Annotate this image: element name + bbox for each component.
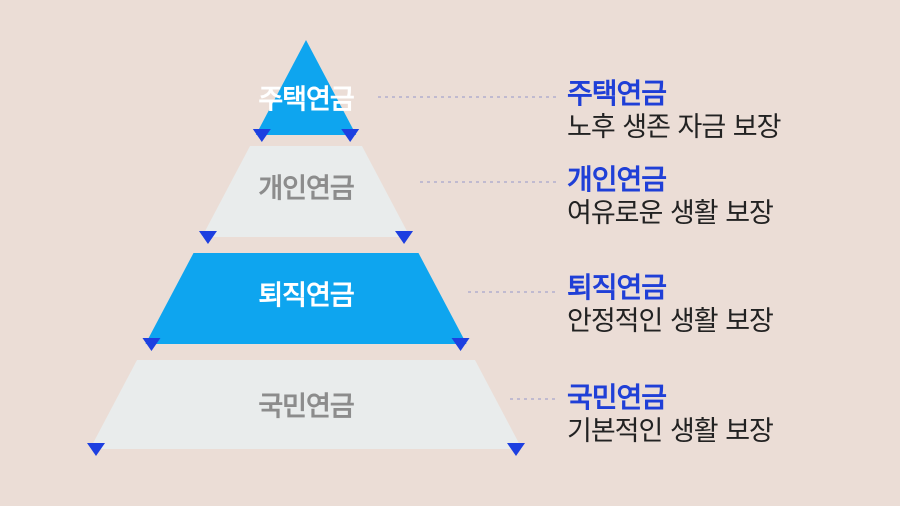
caption-personal-pension: 개인연금 여유로운 생활 보장 bbox=[567, 163, 774, 232]
left-corner-marker-personal-pension bbox=[198, 231, 217, 244]
caption-description: 여유로운 생활 보장 bbox=[567, 198, 774, 229]
pyramid-tier-retirement-pension bbox=[145, 253, 467, 344]
pyramid-tier-personal-pension bbox=[201, 146, 411, 237]
caption-national-pension: 국민연금 기본적인 생활 보장 bbox=[567, 381, 774, 450]
pyramid-tier-housing-pension bbox=[255, 40, 357, 135]
caption-description: 안정적인 생활 보장 bbox=[567, 306, 774, 337]
caption-description: 기본적인 생활 보장 bbox=[567, 416, 774, 447]
tier-label-housing-pension: 주택연금 bbox=[258, 84, 354, 116]
caption-description: 노후 생존 자금 보장 bbox=[567, 112, 781, 143]
caption-title: 개인연금 bbox=[567, 163, 667, 196]
tier-label-retirement-pension: 퇴직연금 bbox=[258, 280, 354, 312]
caption-title: 퇴직연금 bbox=[567, 271, 667, 304]
pyramid-tier-national-pension bbox=[90, 360, 522, 449]
caption-retirement-pension: 퇴직연금 안정적인 생활 보장 bbox=[567, 271, 774, 340]
tier-label-personal-pension: 개인연금 bbox=[258, 173, 354, 205]
right-corner-marker-housing-pension bbox=[341, 129, 360, 142]
right-corner-marker-national-pension bbox=[507, 443, 525, 456]
right-corner-marker-retirement-pension bbox=[451, 338, 470, 351]
right-corner-marker-personal-pension bbox=[395, 231, 414, 244]
caption-housing-pension: 주택연금 노후 생존 자금 보장 bbox=[567, 77, 781, 146]
left-corner-marker-national-pension bbox=[87, 443, 105, 456]
left-corner-marker-housing-pension bbox=[252, 129, 271, 142]
tier-label-national-pension: 국민연금 bbox=[258, 391, 354, 423]
caption-title: 국민연금 bbox=[567, 381, 667, 414]
caption-title: 주택연금 bbox=[567, 77, 667, 110]
left-corner-marker-retirement-pension bbox=[142, 338, 161, 351]
